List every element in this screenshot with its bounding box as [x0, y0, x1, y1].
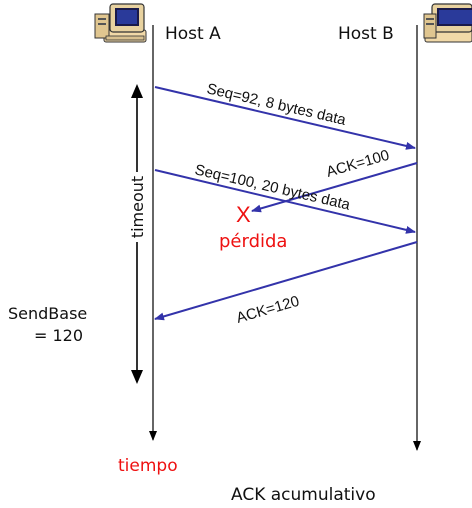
loss-label: pérdida [219, 231, 287, 252]
ack100-label: ACK=100 [324, 147, 391, 181]
sendbase-label: SendBase [8, 304, 87, 323]
ack100-arrow [251, 162, 418, 213]
host-a-computer-icon [94, 3, 147, 43]
diagram-caption: ACK acumulativo [231, 485, 376, 505]
timeout-label: timeout [128, 176, 147, 238]
ack120-label: ACK=120 [234, 293, 301, 327]
host-b-computer-icon [423, 3, 472, 43]
sendbase-value: = 120 [34, 326, 83, 345]
time-axis-label: tiempo [118, 456, 178, 476]
timeout-arrowhead-top [131, 84, 143, 98]
ack120-arrow [154, 241, 418, 321]
segment-seq100-arrow [154, 169, 416, 234]
segment-seq92-arrow [154, 86, 416, 150]
timeout-arrowhead-bottom [131, 370, 143, 384]
host-b-label: Host B [338, 24, 394, 44]
host-a-label: Host A [165, 24, 221, 44]
loss-x-mark: X [236, 202, 251, 227]
